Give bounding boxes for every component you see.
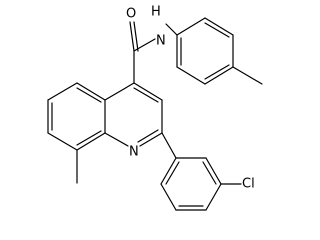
amide-nitrogen-label: N xyxy=(156,34,166,49)
quinoline-pyridine-ring xyxy=(104,82,163,147)
atom-labels: O H N N Cl xyxy=(126,5,255,192)
quinoline-benzo-ring xyxy=(47,82,106,151)
bond-set xyxy=(47,17,263,211)
oxygen-label: O xyxy=(126,7,136,22)
tolyl-ring xyxy=(176,17,263,85)
carboxamide-linkage xyxy=(129,21,178,84)
chlorophenyl-ring xyxy=(160,132,242,211)
amide-hydrogen-label: H xyxy=(151,5,161,20)
molecule-structure: O H N N Cl xyxy=(47,5,263,211)
ring-nitrogen-label: N xyxy=(129,145,139,160)
chlorine-label: Cl xyxy=(242,177,255,192)
